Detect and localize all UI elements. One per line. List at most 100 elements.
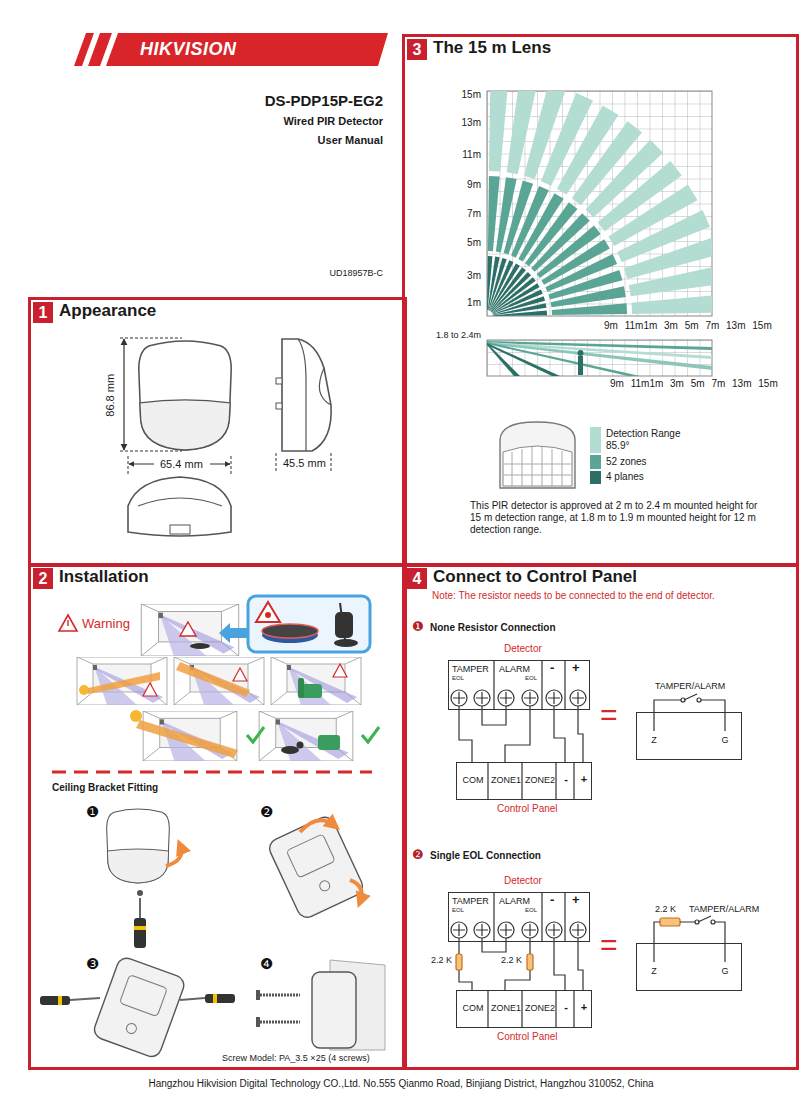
- terminal-label: ALARM: [499, 896, 530, 906]
- wire: [554, 710, 565, 762]
- bracket-steps: [166, 845, 181, 866]
- installation-warnings: [265, 612, 271, 618]
- bracket-steps: [266, 814, 365, 921]
- section-panel: 3The 15 m Lens: [402, 34, 799, 567]
- terminal-label: ALARM: [499, 664, 530, 674]
- terminal-label: G: [718, 966, 732, 976]
- logo-band: [74, 33, 94, 66]
- zone-label: ZONE2: [523, 1003, 557, 1013]
- installation-warnings: [79, 685, 89, 695]
- bracket-steps: [92, 955, 187, 1059]
- appearance-views: [120, 338, 182, 451]
- equivalent-loop: [681, 698, 685, 702]
- wire: [578, 710, 583, 762]
- block-caption: Control Panel: [497, 1031, 558, 1043]
- detector-terminal-block: DetectorTAMPEREOLALARMEOL-+: [448, 660, 590, 710]
- small-print: UD18957B-C: [283, 268, 383, 278]
- axis-label: 1m: [441, 297, 481, 309]
- bracket-steps: [300, 820, 335, 832]
- terminal-label: Z: [647, 735, 661, 745]
- bracket-steps: [139, 898, 141, 918]
- step-number: ❹: [260, 956, 273, 973]
- block-caption: Control Panel: [497, 803, 558, 815]
- installation-warnings: [256, 602, 280, 622]
- appearance-views: [128, 477, 231, 536]
- terminal-screw: [451, 690, 586, 938]
- bracket-steps: [180, 998, 205, 1000]
- bracket-steps: [256, 1017, 260, 1027]
- bracket-steps: [312, 972, 356, 1048]
- polarity-label: -: [550, 893, 554, 908]
- bracket-steps: [260, 1021, 300, 1024]
- installation-warnings: [334, 639, 358, 647]
- polarity-label: +: [572, 893, 580, 908]
- step-number: ❶: [412, 620, 424, 635]
- zone-label: ZONE2: [523, 775, 557, 785]
- bracket-steps: [318, 879, 331, 892]
- equivalent-loop: [654, 694, 725, 962]
- appearance-views: [276, 378, 282, 384]
- resistor-symbol: [456, 954, 462, 970]
- axis-label: 15m: [441, 89, 481, 101]
- equivalent-circuit: TAMPER/ALARMZG: [636, 712, 742, 760]
- legend-swatch: [590, 471, 601, 484]
- bracket-steps: [107, 809, 170, 883]
- wire: [554, 942, 565, 990]
- terminal-label: G: [718, 735, 732, 745]
- coverage-chart: [503, 446, 572, 486]
- installation-warnings: [362, 727, 379, 742]
- zone-label: COM: [457, 1003, 489, 1013]
- coverage-chart: [487, 343, 560, 376]
- axis-label: 5m: [441, 237, 481, 249]
- bracket-steps: [40, 996, 70, 1005]
- legend-text: 52 zones: [606, 456, 694, 468]
- installation-warnings: [67, 620, 68, 626]
- bracket-steps: [350, 880, 362, 902]
- installation-warnings: [136, 720, 238, 758]
- subheading: Single EOL Connection: [430, 850, 541, 862]
- resistor-value: 2.2 K: [484, 955, 522, 965]
- step-number: ❸: [86, 956, 99, 973]
- appearance-views: [138, 498, 222, 506]
- section-panel: 4Connect to Control PanelDetectorTAMPERE…: [402, 563, 799, 1070]
- polarity-label: +: [572, 661, 580, 676]
- installation-warnings: [247, 727, 264, 742]
- terminal-label: TAMPER: [452, 664, 489, 674]
- bracket-steps: [205, 994, 235, 1003]
- note-text: Note: The resistor needs to be connected…: [432, 590, 715, 602]
- coverage-chart: [578, 350, 584, 356]
- resistor-symbol: [660, 918, 680, 926]
- installation-warnings: [271, 657, 361, 705]
- equivalent-loop: [697, 698, 701, 702]
- equivalent-circuit: TAMPER/ALARM2.2 KZG: [636, 943, 742, 991]
- dimension: 86.8 mm: [104, 370, 117, 420]
- wire: [505, 942, 530, 990]
- bracket-steps: [260, 994, 300, 997]
- terminal-label: TAMPER/ALARM: [655, 681, 725, 691]
- small-print: 1.8 to 2.4m: [436, 330, 481, 340]
- polarity-label: +: [575, 1001, 593, 1014]
- coverage-chart: [500, 422, 575, 488]
- legend-text: Detection Range 85.9°: [606, 428, 694, 451]
- logo-band: [106, 33, 388, 66]
- coverage-chart: [487, 91, 509, 310]
- bracket-steps: [40, 809, 385, 1059]
- axis-label: 11m: [441, 149, 481, 161]
- bracket-steps: [286, 834, 335, 878]
- installation-warnings: [176, 662, 250, 697]
- section-heading: Appearance: [59, 301, 156, 321]
- installation-warnings: [143, 683, 157, 696]
- coverage-chart: [487, 342, 712, 370]
- coverage-chart: [503, 447, 572, 486]
- coverage-chart: [478, 76, 727, 488]
- control-panel-terminal-block: COMZONE1ZONE2-+Control Panel: [456, 990, 592, 1028]
- installation-warnings: [259, 711, 353, 761]
- footer-address: Hangzhou Hikvision Digital Technology CO…: [0, 1078, 802, 1090]
- bracket-steps: [266, 814, 365, 921]
- axis-label: 7m: [441, 208, 481, 220]
- installation-warnings: [77, 657, 167, 705]
- bracket-steps: [213, 994, 217, 1003]
- installation-warnings: [262, 624, 318, 638]
- appearance-views: [129, 464, 154, 465]
